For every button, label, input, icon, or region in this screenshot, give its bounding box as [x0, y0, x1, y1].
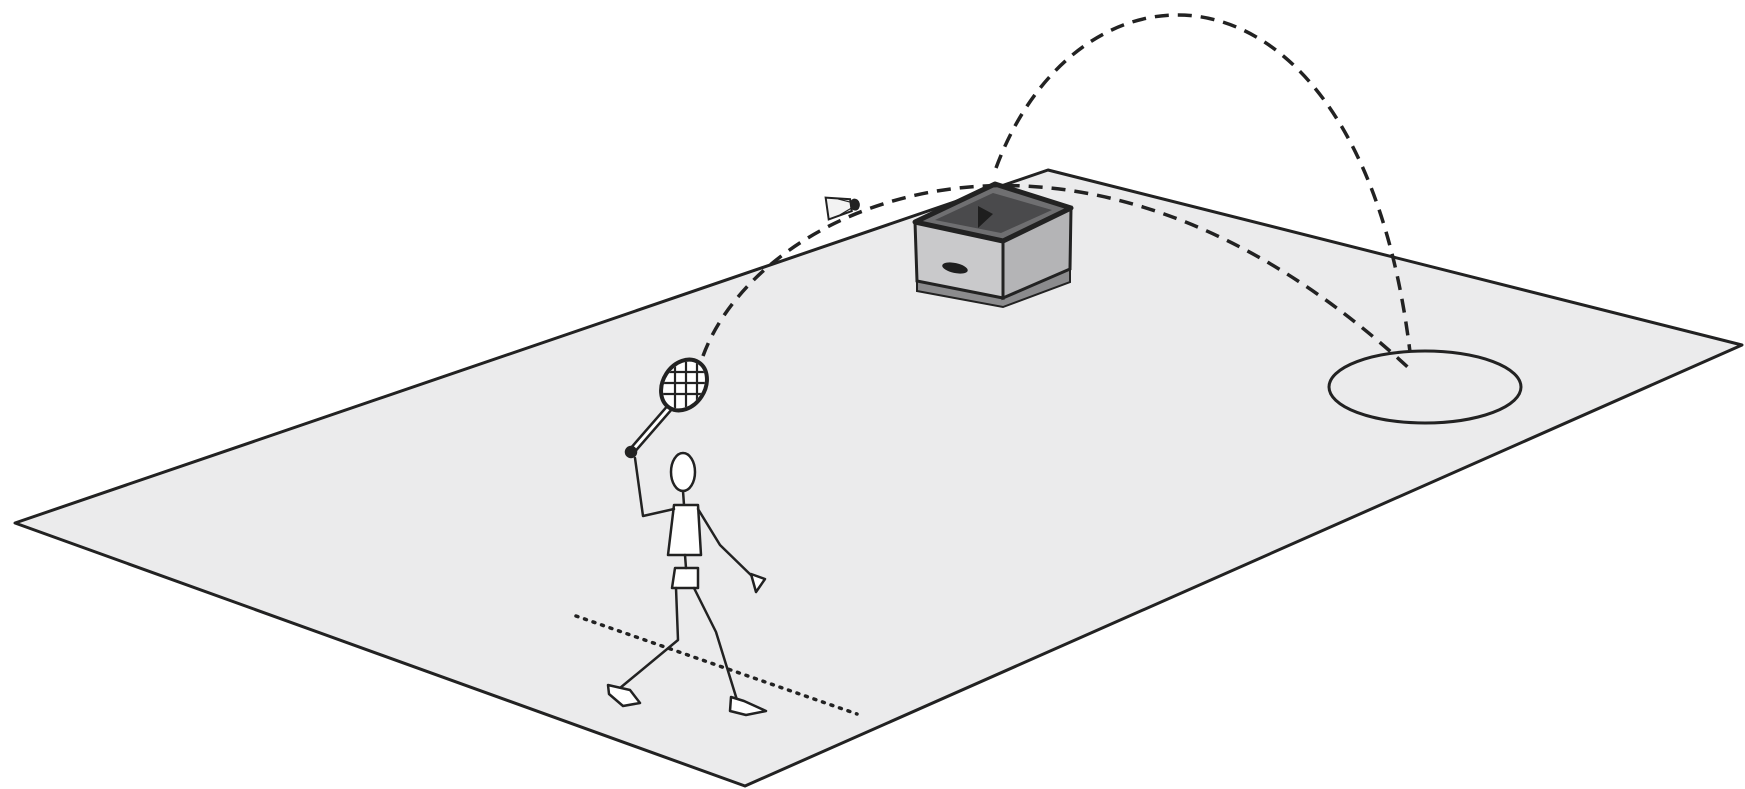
shuttlecock [824, 196, 860, 221]
player [606, 445, 768, 717]
racket [627, 357, 709, 456]
low-serve-trajectory [701, 183, 1415, 374]
high-serve-trajectory [994, 13, 1412, 353]
target-circle [1327, 349, 1523, 425]
net-box [912, 181, 1074, 309]
court [13, 168, 1744, 788]
